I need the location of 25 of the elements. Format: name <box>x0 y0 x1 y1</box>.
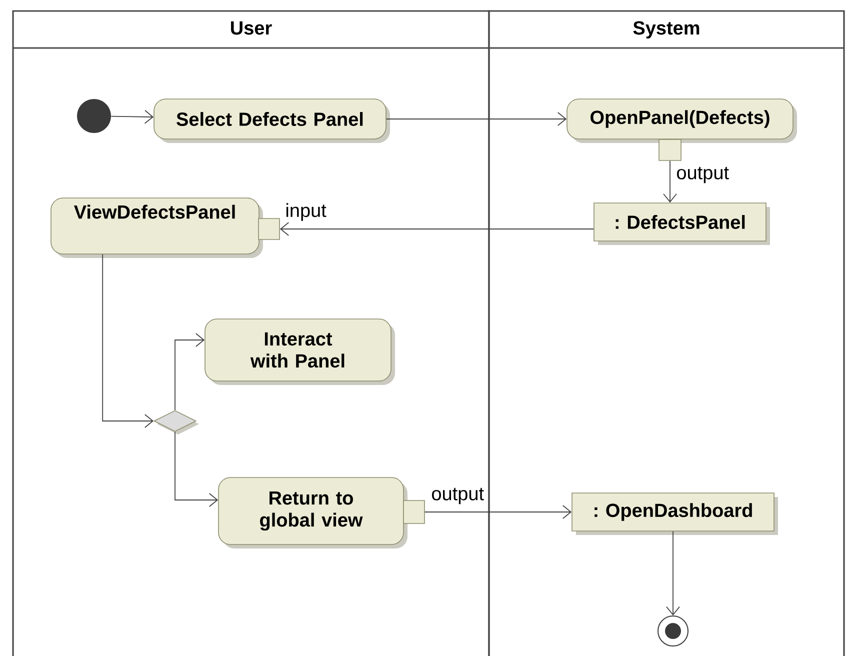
arrow <box>663 160 677 203</box>
arrow <box>386 112 567 126</box>
arrow <box>666 530 680 616</box>
start-node <box>77 99 111 133</box>
pin-label: input <box>286 203 326 221</box>
action-box: OpenPanel(Defects) <box>566 98 797 143</box>
pin <box>258 218 280 240</box>
decision-diamond <box>153 410 199 434</box>
arrow <box>424 505 572 519</box>
end-node <box>658 616 688 646</box>
arrow <box>280 222 594 236</box>
arrow <box>110 110 154 124</box>
pin <box>658 139 682 161</box>
action-box: Interact with Panel <box>204 318 395 385</box>
action-box: Return to global view <box>218 477 408 548</box>
action-box: Select Defects Panel <box>154 98 390 143</box>
object-box: : OpenDashboard <box>572 492 778 535</box>
arrow <box>174 333 205 411</box>
arrow <box>174 431 218 507</box>
pin <box>403 500 425 524</box>
arrow <box>102 254 154 428</box>
pin-label: output <box>432 488 484 504</box>
pin-label: output <box>677 166 729 184</box>
action-box: ViewDefectsPanel <box>50 198 263 258</box>
object-box: : DefectsPanel <box>594 202 770 245</box>
